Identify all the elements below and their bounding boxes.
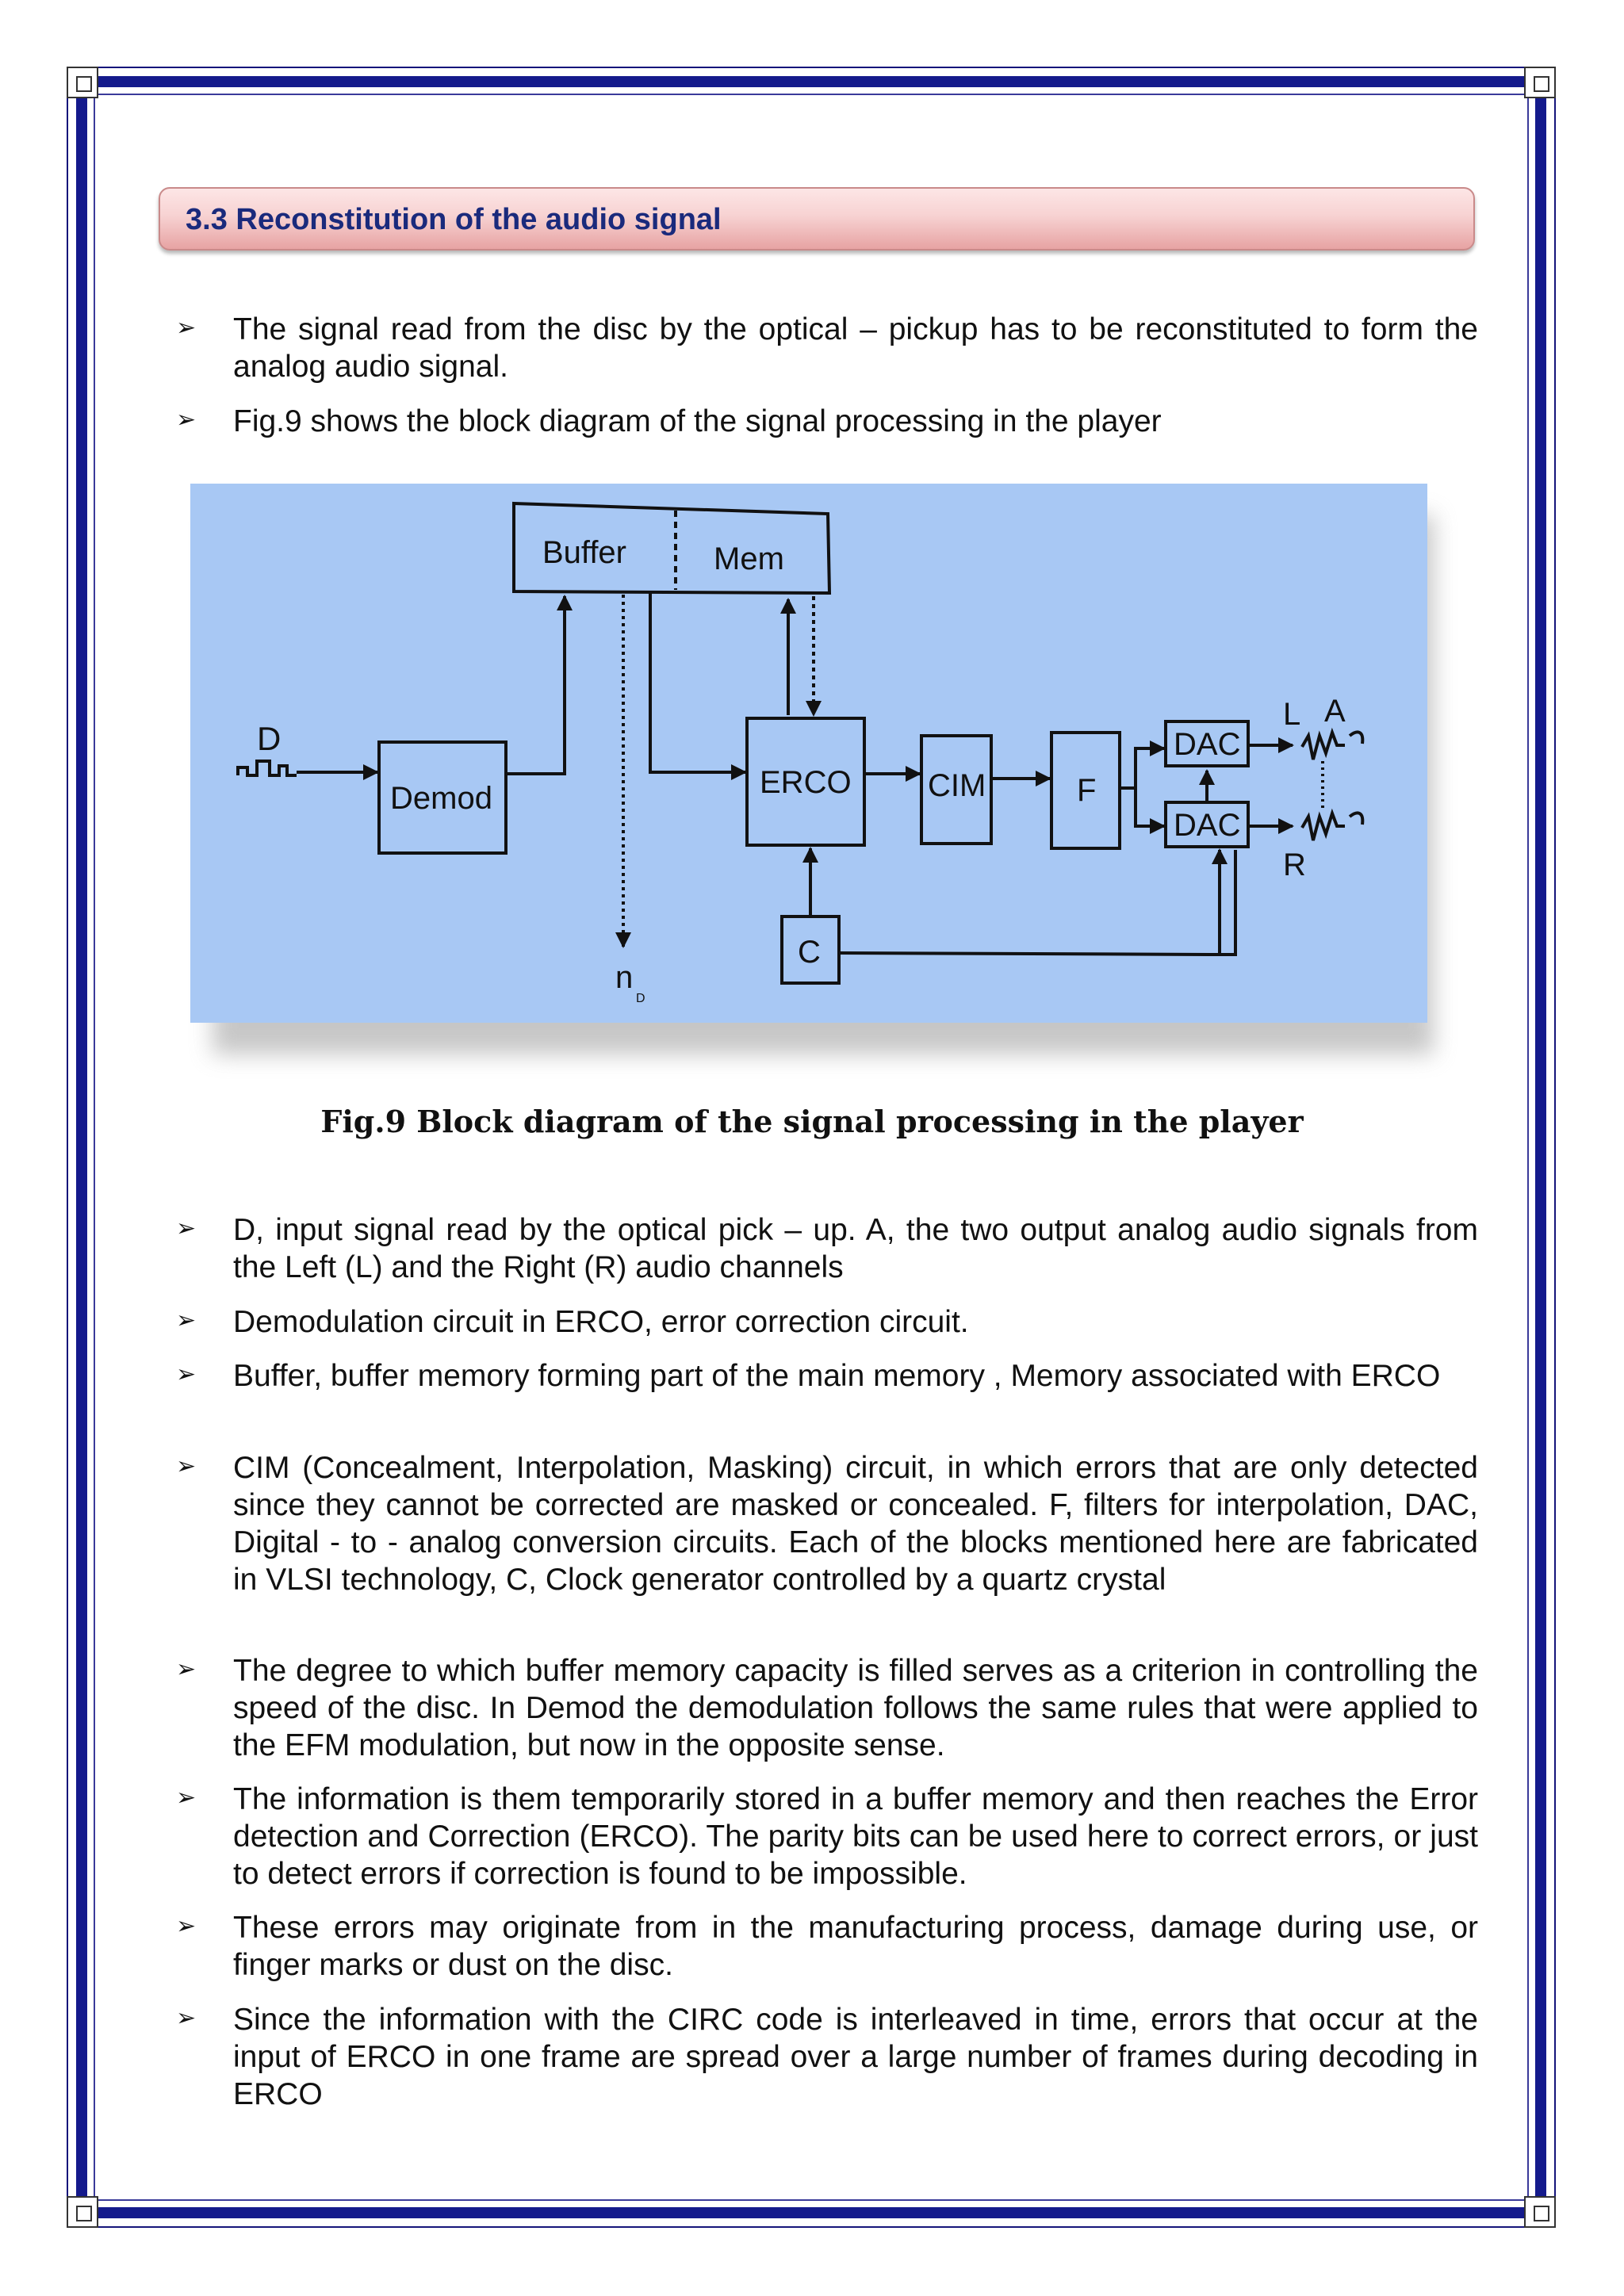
clock-label: C: [798, 935, 821, 970]
bullet-arrow-icon: ➢: [176, 1655, 197, 1683]
demod-block: [377, 740, 508, 855]
demod-label: Demod: [390, 781, 492, 816]
page-border-inner: [94, 94, 1529, 2201]
bullet-arrow-icon: ➢: [176, 1912, 197, 1940]
list-item-text: Demodulation circuit in ERCO, error corr…: [233, 1305, 969, 1339]
dac-top-label: DAC: [1174, 727, 1240, 762]
bullet-arrow-icon: ➢: [176, 1452, 197, 1480]
dac-bottom-label: DAC: [1174, 808, 1240, 843]
erco-block: [745, 717, 866, 847]
arrow-filter-dac-bottom: [1134, 788, 1166, 834]
filter-block: [1050, 731, 1121, 850]
list-item-text: Buffer, buffer memory forming part of th…: [233, 1359, 1441, 1393]
l-label: L: [1283, 697, 1300, 732]
block-diagram: Buffer Mem D Demod ERCO CIM F DAC DAC L …: [190, 484, 1427, 1023]
bullet-arrow-icon: ➢: [176, 1215, 197, 1242]
filter-label: F: [1077, 773, 1096, 808]
d-label: D: [257, 720, 281, 757]
nd-subscript: D: [636, 992, 645, 1005]
a-label: A: [1324, 694, 1346, 729]
bullet-arrow-icon: ➢: [176, 2004, 197, 2032]
bullet-arrow-icon: ➢: [176, 406, 197, 434]
bullet-arrow-icon: ➢: [176, 1307, 197, 1334]
border-corner-bottom-left: [67, 2196, 98, 2228]
cim-label: CIM: [928, 768, 986, 803]
border-corner-top-right: [1524, 67, 1556, 98]
list-item-text: The degree to which buffer memory capaci…: [233, 1654, 1478, 1762]
line-clock-dac: [1220, 850, 1237, 956]
arrow-filter-dac-top: [1120, 740, 1166, 790]
buffer-mem-block: [512, 501, 832, 595]
r-label: R: [1283, 848, 1306, 882]
bullet-arrow-icon: ➢: [176, 314, 197, 342]
clock-block: [780, 915, 841, 985]
arrow-demod-buffer: [506, 595, 573, 775]
output-waveform-right: [1300, 808, 1365, 841]
arrow-buffer-erco: [649, 593, 747, 780]
list-item-text: The information is them temporarily stor…: [233, 1782, 1478, 1891]
list-item-text: CIM (Concealment, Interpolation, Masking…: [233, 1451, 1478, 1597]
section-heading-bar: 3.3 Reconstitution of the audio signal: [159, 187, 1475, 251]
list-item-text: Fig.9 shows the block diagram of the sig…: [233, 404, 1162, 438]
bullet-arrow-icon: ➢: [176, 1784, 197, 1812]
list-item-text: These errors may originate from in the m…: [233, 1911, 1478, 1982]
page-border-outer: [67, 67, 1556, 2228]
mem-label: Mem: [714, 541, 784, 576]
nd-label: n: [615, 960, 633, 995]
list-item-text: The signal read from the disc by the opt…: [233, 312, 1478, 384]
cim-block: [920, 734, 993, 845]
border-corner-top-left: [67, 67, 98, 98]
output-waveform-left: [1300, 727, 1365, 760]
border-corner-bottom-right: [1524, 2196, 1556, 2228]
list-item-text: D, input signal read by the optical pick…: [233, 1213, 1478, 1284]
list-item-text: Since the information with the CIRC code…: [233, 2003, 1478, 2111]
figure-caption: Fig.9 Block diagram of the signal proces…: [320, 1104, 1304, 1139]
erco-label: ERCO: [760, 765, 852, 800]
buffer-label: Buffer: [542, 535, 626, 570]
input-waveform-d: [236, 760, 297, 777]
bullet-arrow-icon: ➢: [176, 1360, 197, 1388]
page-border: [76, 76, 1546, 2218]
section-heading: 3.3 Reconstitution of the audio signal: [186, 203, 722, 236]
